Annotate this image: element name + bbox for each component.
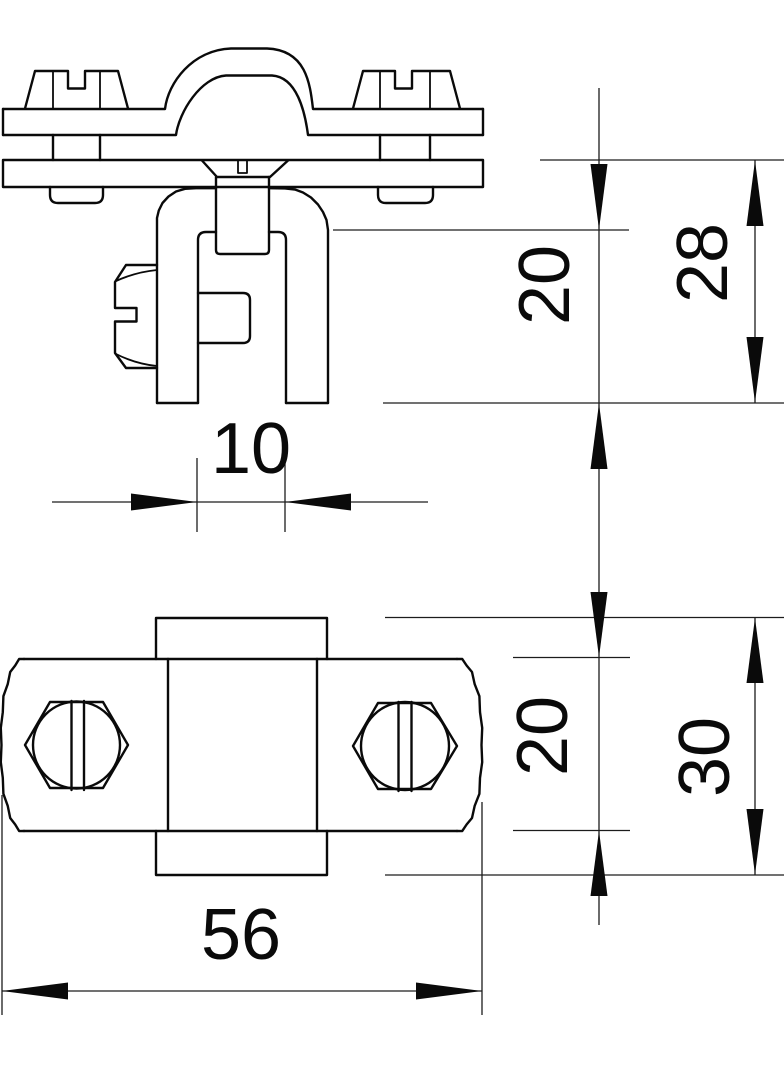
right-screw-shank (378, 133, 432, 162)
arrow-20p-bottom (590, 831, 608, 896)
arrow-20f-bottom (590, 403, 608, 469)
right-screw-head (351, 69, 462, 110)
bracket-inner-opening (196, 230, 288, 405)
left-screw-slot (70, 699, 86, 792)
saddle-strap-inner (1, 74, 485, 137)
plan-view (0, 616, 484, 877)
right-screw-slot (397, 700, 413, 793)
strap-bottom-tab (154, 829, 329, 877)
left-screw-facets (52, 70, 101, 110)
strap-top-tab (154, 616, 329, 661)
dim-label-10: 10 (211, 409, 291, 489)
dim-label-30: 30 (665, 717, 745, 797)
left-screw-head-circle (31, 700, 122, 790)
countersunk-slot (237, 159, 248, 174)
front-view (1, 47, 485, 405)
left-screw-shank (51, 133, 102, 162)
dimension-annotations: 10 20 28 20 30 56 (1, 88, 784, 1015)
hex-bolt-pad (196, 291, 252, 345)
left-screw-head (23, 69, 130, 110)
right-screw-facets (379, 70, 431, 110)
lower-plate (1, 158, 485, 189)
hex-bolt-head (113, 263, 159, 370)
left-screw-tip (48, 185, 105, 205)
arrow-28-top (746, 160, 764, 226)
arrow-30-bottom (746, 809, 764, 875)
strap-inner-edges (166, 657, 319, 833)
dim-label-28: 28 (663, 223, 743, 303)
body-right-serrated-end (455, 657, 484, 833)
arrow-56-left (2, 982, 68, 1000)
arrow-10-left (131, 493, 197, 511)
bracket-right-leg (267, 187, 330, 405)
dim-label-20-plan: 20 (503, 696, 583, 776)
dim-label-20-front: 20 (505, 245, 585, 325)
saddle-strap-outer (1, 47, 485, 111)
arrow-56-right (416, 982, 482, 1000)
arrow-20f-top (590, 164, 608, 230)
right-screw-head-circle (359, 700, 451, 792)
arrow-30-top (746, 618, 764, 683)
right-screw-tip (376, 185, 435, 205)
arrow-28-bottom (746, 337, 764, 403)
body-left-serrated-end (0, 657, 26, 833)
arrow-20p-top (590, 592, 608, 657)
centre-screw-shank (214, 175, 271, 256)
upper-plate-ends (1, 107, 485, 137)
arrow-10-right (285, 493, 351, 511)
left-hex-outline (23, 700, 130, 790)
countersunk-head (200, 159, 290, 179)
hex-bolt-facet-arcs (115, 269, 158, 367)
dim-label-56: 56 (201, 895, 281, 975)
right-hex-outline (351, 701, 459, 791)
bracket-left-leg (155, 187, 217, 405)
